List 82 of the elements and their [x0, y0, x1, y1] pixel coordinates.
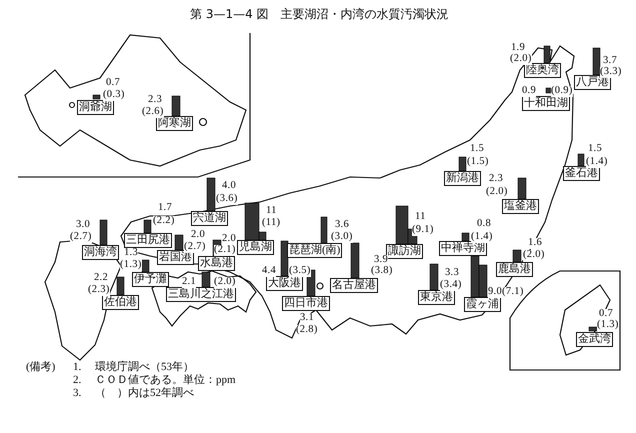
value-label: 2.1 [182, 277, 196, 288]
place-label: 霞ヶ浦 [464, 297, 501, 312]
value-label: 4.0 [222, 181, 236, 192]
note-text: ＣＯＤ値である。単位：ppm [95, 375, 236, 386]
value-label: (3.6) [216, 194, 238, 204]
value-label: 4.4 [262, 266, 276, 276]
value-label: (2.7) [70, 232, 92, 242]
place-label: 洞海湾 [82, 245, 119, 260]
value-label: 2.3 [148, 95, 162, 106]
place-label: 陸奥湾 [524, 63, 561, 78]
value-label: 0.7 [599, 309, 614, 320]
place-label: 三田尻港 [124, 233, 172, 248]
place-label: 洞爺湖 [77, 100, 114, 115]
place-label: 四日市港 [282, 296, 330, 311]
place-label: 水島港 [198, 256, 235, 271]
value-label: (2.0) [523, 250, 545, 260]
value-label: 1.7 [158, 203, 172, 214]
value-label: 3.3 [445, 268, 460, 278]
place-label: 児島湖 [237, 240, 274, 255]
note-text: 3. [73, 388, 82, 399]
value-label: (0.3) [103, 90, 125, 100]
value-label: (2.0) [486, 187, 508, 198]
value-label: (2.7) [184, 242, 206, 252]
value-label: 2.0 [191, 230, 206, 240]
value-label: 1.6 [528, 238, 542, 248]
value-label: (9.1) [412, 225, 434, 236]
place-label: 新潟港 [444, 171, 481, 186]
value-label: 1.9 [511, 43, 526, 54]
value-label: 2.0 [222, 234, 236, 244]
place-label: 諏訪湖 [386, 244, 423, 259]
value-label: (1.3) [120, 260, 142, 270]
value-label: 1.5 [470, 144, 484, 154]
value-label: 3.9 [374, 255, 388, 266]
place-label: 佐伯港 [102, 295, 139, 310]
place-label: 鹿島港 [496, 262, 533, 277]
value-label: (1.3) [597, 320, 619, 330]
value-label: 3.1 [300, 313, 314, 324]
value-label: 1.5 [588, 144, 602, 154]
value-label: (0.9) [551, 86, 573, 96]
value-label: (2.8) [296, 325, 318, 336]
value-label: 0.8 [477, 219, 492, 230]
value-label: (3.3) [600, 67, 622, 78]
value-label: 1.3 [124, 248, 138, 258]
value-label: (2.0) [214, 277, 236, 288]
value-label: (11) [262, 218, 280, 228]
value-label: (2.2) [153, 216, 175, 226]
note-text: （ ）内は52年調べ [95, 388, 194, 399]
value-label: (3.4) [440, 280, 462, 290]
note-text: 1. [73, 362, 82, 373]
place-label: 塩釜港 [502, 199, 539, 214]
value-label: 0.7 [106, 78, 120, 88]
title: 第 3—1—4 図 主要湖沼・内湾の水質汚濁状況 [190, 8, 449, 20]
value-label: (1.4) [471, 232, 493, 242]
value-label: 9.0(7.1) [488, 287, 524, 298]
value-label: 2.2 [94, 273, 108, 284]
value-label: (3.8) [371, 266, 393, 276]
note-text: 2. [73, 375, 82, 386]
note-text: (備考) [26, 362, 56, 373]
place-label: 東京港 [418, 290, 455, 305]
place-label: 三島川之江港 [166, 287, 236, 302]
value-label: (3.5) [289, 266, 311, 276]
value-label: (1.4) [586, 157, 608, 168]
note-text: 環境庁調べ（53年） [95, 362, 194, 373]
place-label: 金武湾 [576, 332, 613, 347]
place-label: 十和田湖 [522, 96, 570, 111]
place-label: 琵琶湖(南) [287, 243, 342, 258]
value-label: (2.0) [510, 54, 532, 64]
place-label: 伊予灘 [132, 272, 169, 287]
value-label: 3.7 [603, 56, 618, 66]
place-label: 中禅寺湖 [439, 241, 487, 256]
place-label: 大阪港 [266, 276, 303, 291]
value-label: (3.0) [331, 232, 353, 242]
value-label: (1.5) [467, 157, 489, 168]
place-label: 宍道湖 [191, 211, 228, 226]
value-label: (2.6) [142, 107, 164, 118]
place-label: 名古屋港 [330, 278, 378, 293]
value-label: 3.6 [335, 220, 350, 230]
value-label: 2.3 [489, 174, 504, 184]
value-label: 3.0 [76, 220, 90, 230]
value-label: (2.3) [88, 285, 110, 296]
value-label: 0.9 [522, 86, 536, 96]
value-label: (2.1) [214, 245, 236, 256]
